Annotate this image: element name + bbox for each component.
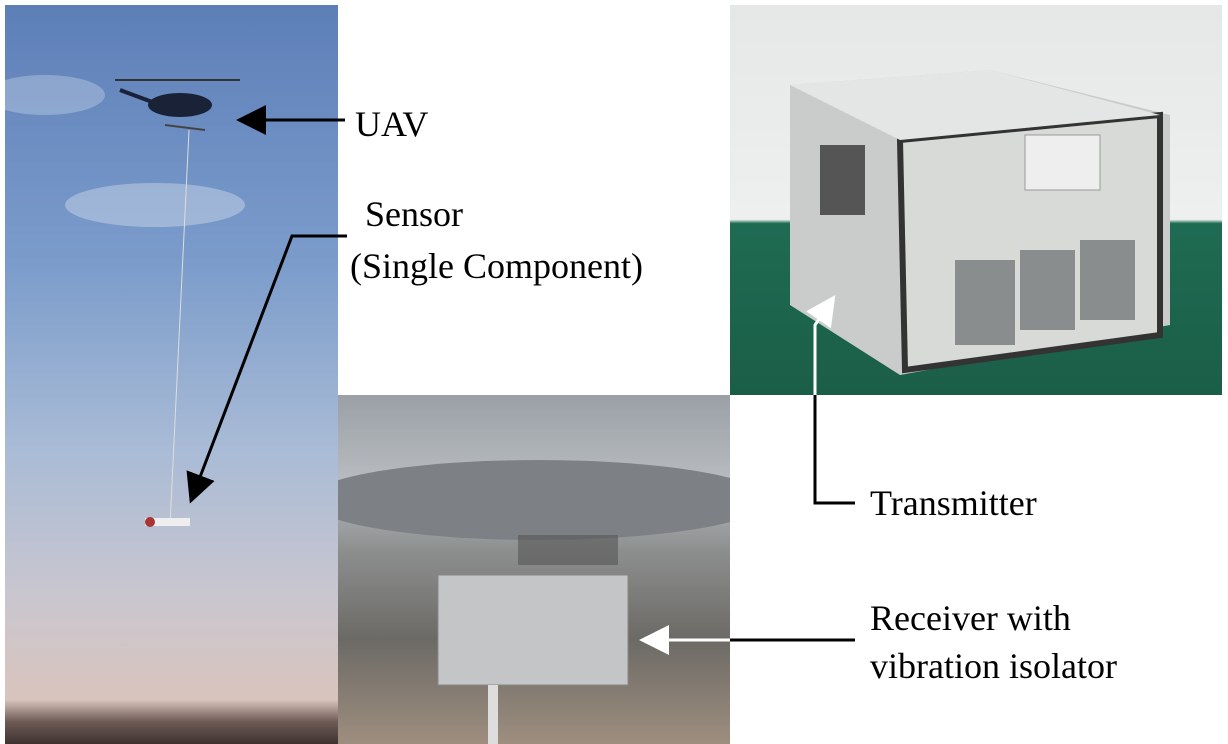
uav-photo: [5, 5, 338, 744]
uav-label: UAV: [355, 104, 429, 144]
receiver-photo: [338, 395, 730, 744]
transmitter-photo: [730, 5, 1222, 395]
sensor-arrow: [186, 234, 347, 504]
sensor-sublabel: (Single Component): [350, 246, 643, 286]
sensor-label: Sensor: [365, 194, 463, 234]
transmitter-label: Transmitter: [870, 483, 1037, 523]
transmitter-illustration: [790, 70, 1170, 375]
transmitter-arrow-inner: [806, 295, 836, 395]
transmitter-arrow-outer: [813, 395, 855, 505]
helicopter-with-sensor-illustration: [5, 75, 245, 527]
receiver-sublabel: vibration isolator: [870, 646, 1117, 686]
receiver-label: Receiver with: [870, 598, 1071, 638]
receiver-illustration: [338, 460, 730, 744]
